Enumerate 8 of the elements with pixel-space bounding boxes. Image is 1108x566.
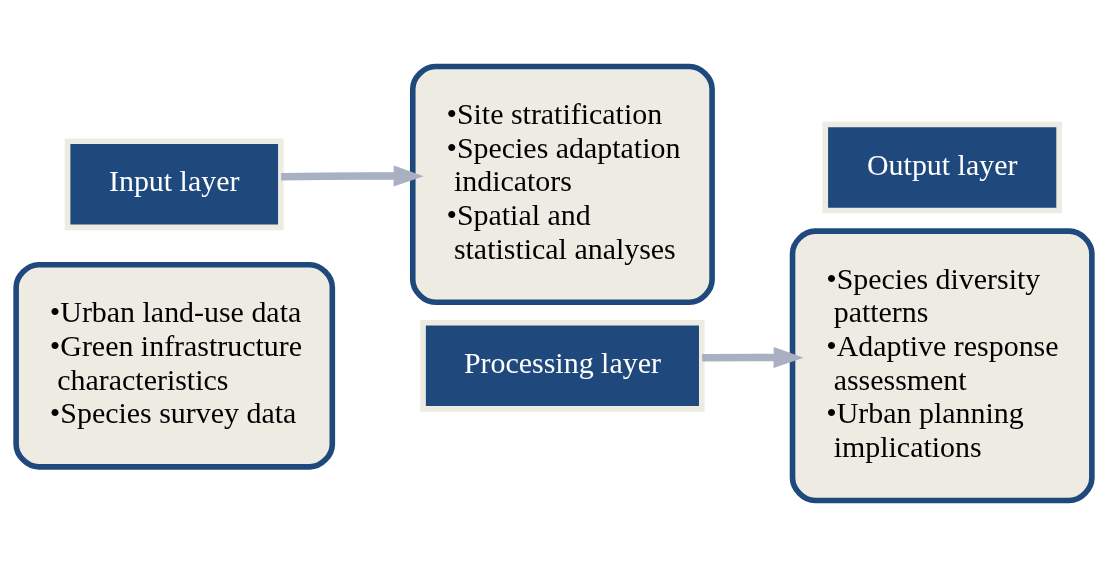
node-box: •Site stratification •Species adaptation indicators •Spatial and statistical analyses bbox=[409, 63, 715, 305]
node-box: Processing layer bbox=[420, 319, 705, 412]
node-box: Output layer bbox=[822, 121, 1062, 213]
arrow bbox=[702, 346, 804, 368]
node-box: •Urban land-use data •Green infrastructure characteristics •Species survey data bbox=[13, 261, 336, 470]
arrow bbox=[281, 165, 424, 186]
node-box: Input layer bbox=[64, 138, 284, 230]
node-box: •Species diversity patterns •Adaptive response assessment •Urban planning implications bbox=[789, 227, 1095, 503]
